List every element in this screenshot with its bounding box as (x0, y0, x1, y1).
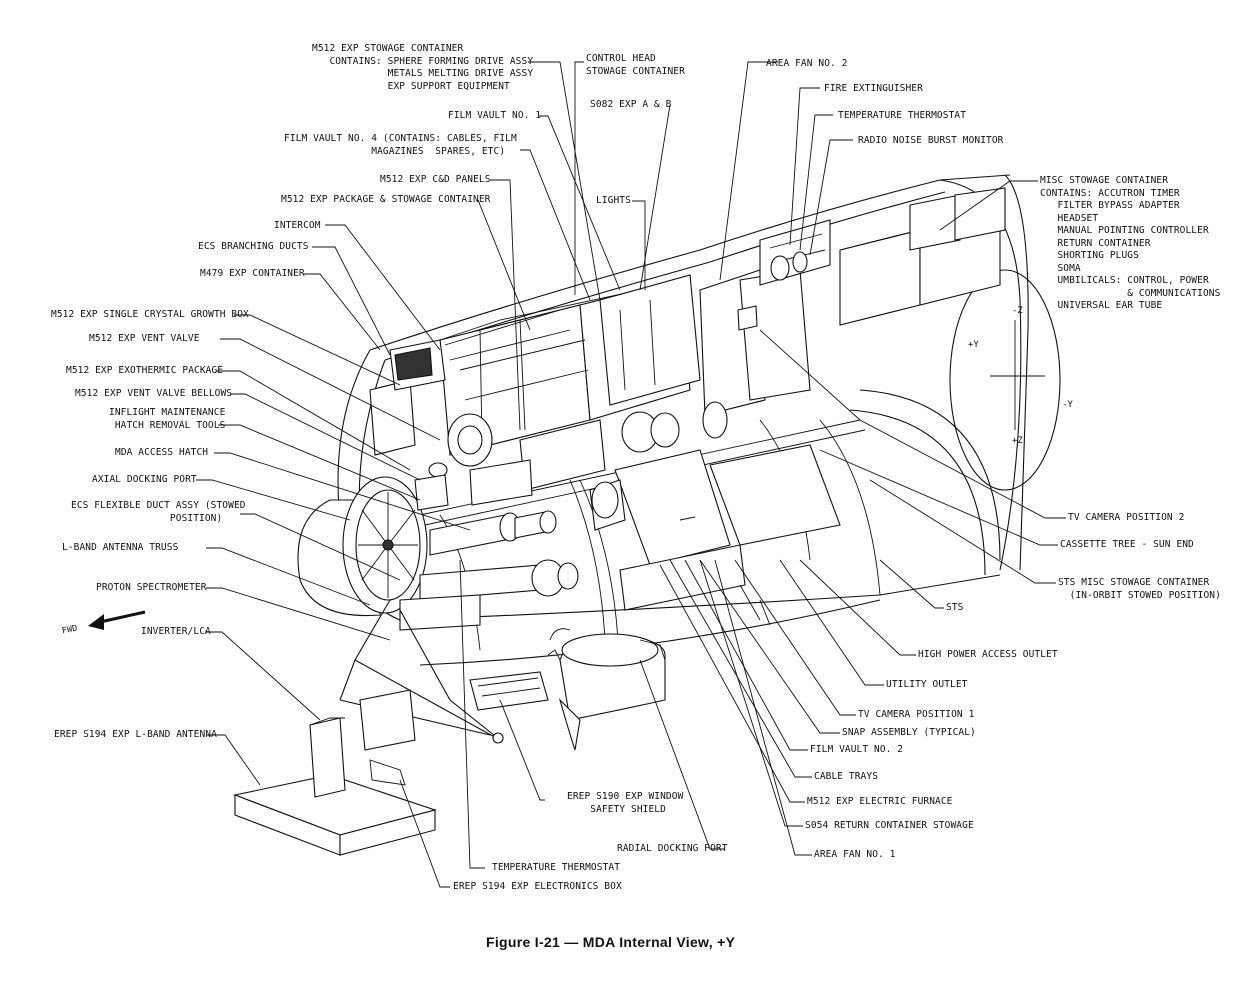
label-misc-stowage-container: MISC STOWAGE CONTAINER CONTAINS: ACCUTRO… (1040, 175, 1221, 311)
label-cable-trays: CABLE TRAYS (814, 771, 879, 782)
label-ecs-flexible-duct: ECS FLEXIBLE DUCT ASSY (STOWED POSITION) (71, 500, 246, 524)
floor-panels (589, 444, 841, 626)
label-film-vault-1: FILM VAULT NO. 1 (448, 110, 542, 121)
axial-docking-port (297, 476, 428, 617)
label-inflight-maintenance: INFLIGHT MAINTENANCE HATCH REMOVAL TOOLS (109, 407, 226, 431)
upper-equipment (439, 269, 811, 506)
axis-neg-z: -Z (1012, 306, 1023, 316)
label-area-fan-2: AREA FAN NO. 2 (766, 58, 848, 69)
label-utility-outlet: UTILITY OUTLET (886, 679, 968, 690)
left-rack (369, 339, 449, 511)
label-snap-assembly: SNAP ASSEMBLY (TYPICAL) (842, 727, 976, 738)
label-axial-docking-port: AXIAL DOCKING PORT (92, 474, 197, 485)
label-sts: STS (946, 602, 964, 613)
label-fire-extinguisher: FIRE EXTINGUISHER (824, 83, 923, 94)
coordinate-axes (990, 320, 1045, 430)
label-m512-cd-panels: M512 EXP C&D PANELS (380, 174, 491, 185)
label-m512-electric-furnace: M512 EXP ELECTRIC FURNACE (807, 796, 953, 807)
label-s054-return-container: S054 RETURN CONTAINER STOWAGE (805, 820, 974, 831)
label-erep-s190-window-shield: EREP S190 EXP WINDOW SAFETY SHIELD (567, 791, 684, 815)
label-temperature-thermostat-bottom: TEMPERATURE THERMOSTAT (492, 862, 621, 873)
label-high-power-access-outlet: HIGH POWER ACCESS OUTLET (918, 649, 1058, 660)
label-m479-container: M479 EXP CONTAINER (200, 268, 305, 279)
lband-antenna (233, 599, 504, 856)
figure-caption: Figure I-21 — MDA Internal View, +Y (486, 934, 736, 950)
fwd-arrow-icon (88, 610, 146, 630)
label-intercom: INTERCOM (274, 220, 321, 231)
label-lights: LIGHTS (596, 195, 631, 206)
label-control-head-stowage: CONTROL HEAD STOWAGE CONTAINER (586, 53, 685, 77)
misc-stowage-container (737, 187, 1006, 331)
label-erep-s194-antenna: EREP S194 EXP L-BAND ANTENNA (54, 729, 217, 740)
label-vent-valve-bellows: M512 EXP VENT VALVE BELLOWS (75, 388, 233, 399)
ecs-ducts (399, 510, 579, 631)
label-proton-spectrometer: PROTON SPECTROMETER (96, 582, 207, 593)
label-erep-s194-electronics-box: EREP S194 EXP ELECTRONICS BOX (453, 881, 622, 892)
label-m512-stowage-container: M512 EXP STOWAGE CONTAINER CONTAINS: SPH… (312, 43, 534, 92)
label-inverter-lca: INVERTER/LCA (141, 626, 211, 637)
label-exothermic-package: M512 EXP EXOTHERMIC PACKAGE (66, 365, 224, 376)
label-cassette-tree: CASSETTE TREE - SUN END (1060, 539, 1194, 550)
label-lband-antenna-truss: L-BAND ANTENNA TRUSS (62, 542, 179, 553)
axis-pos-z: +Z (1012, 436, 1023, 446)
label-radial-docking-port: RADIAL DOCKING PORT (617, 843, 728, 854)
label-s082-exp: S082 EXP A & B (590, 99, 672, 110)
label-ecs-branching-ducts: ECS BRANCHING DUCTS (198, 241, 309, 252)
label-tv-camera-position-2: TV CAMERA POSITION 2 (1068, 512, 1185, 523)
axis-neg-y: -Y (1062, 400, 1073, 410)
leader-lines (196, 61, 1066, 888)
label-temperature-thermostat-top: TEMPERATURE THERMOSTAT (838, 110, 967, 121)
label-vent-valve: M512 EXP VENT VALVE (89, 333, 200, 344)
label-sts-misc-stowage: STS MISC STOWAGE CONTAINER (IN-ORBIT STO… (1058, 577, 1221, 601)
label-film-vault-4: FILM VAULT NO. 4 (CONTAINS: CABLES, FILM… (284, 133, 517, 157)
label-radio-noise-burst-monitor: RADIO NOISE BURST MONITOR (858, 135, 1004, 146)
label-film-vault-2: FILM VAULT NO. 2 (810, 744, 904, 755)
label-m512-package: M512 EXP PACKAGE & STOWAGE CONTAINER (281, 194, 491, 205)
label-area-fan-1: AREA FAN NO. 1 (814, 849, 896, 860)
label-tv-camera-position-1: TV CAMERA POSITION 1 (858, 709, 975, 720)
label-mda-access-hatch: MDA ACCESS HATCH (115, 447, 209, 458)
s190-window-safety-shield (469, 628, 666, 751)
label-single-crystal-growth-box: M512 EXP SINGLE CRYSTAL GROWTH BOX (51, 309, 249, 320)
axis-pos-y: +Y (968, 340, 979, 350)
